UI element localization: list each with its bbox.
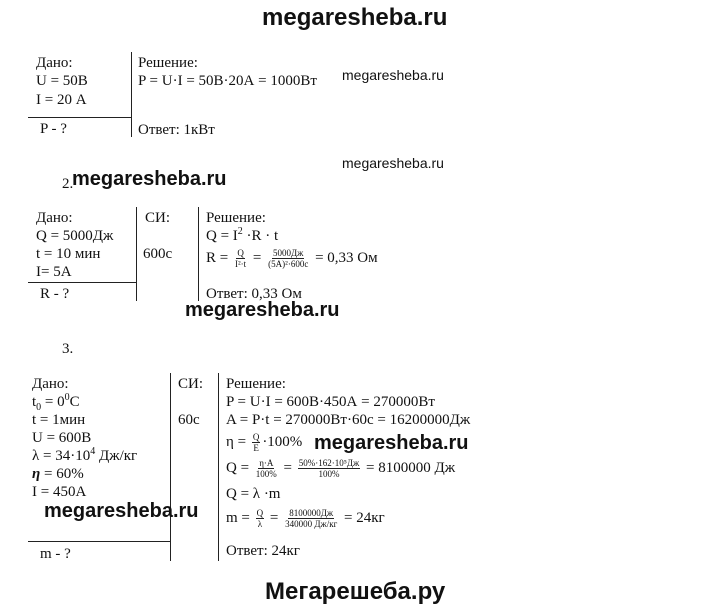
p2-si-title: СИ:: [145, 210, 171, 226]
p3-q-frac1-num: η·A: [258, 458, 275, 470]
p2-formula-lhs: Q = I: [206, 228, 238, 244]
p3-lambda-lhs: λ = 34·10: [32, 448, 91, 464]
p3-step-q-lambda: Q = λ ·m: [226, 486, 281, 502]
p2-r-lhs: R =: [206, 250, 229, 266]
p3-eta-val: = 60%: [40, 466, 84, 482]
watermark-small-2: megaresheba.ru: [342, 155, 444, 171]
p3-given-lambda: λ = 34·104 Дж/кг: [32, 447, 137, 465]
p3-divider-h: [28, 541, 170, 542]
p3-divider-v1: [170, 373, 171, 561]
p2-r-frac1-den: I²·t: [234, 259, 247, 270]
watermark-bottom: Мегарешеба.ру: [265, 578, 446, 605]
p3-lambda-sup: 4: [90, 446, 96, 457]
p1-find: P - ?: [40, 121, 67, 137]
p2-given-title: Дано:: [36, 210, 73, 226]
p3-given-i: I = 450А: [32, 484, 87, 500]
p3-m-frac1-den: λ: [257, 519, 263, 530]
p3-find: m - ?: [40, 546, 71, 562]
p3-answer: Ответ: 24кг: [226, 543, 300, 559]
p1-answer: Ответ: 1кВт: [138, 122, 215, 138]
p1-given-i: I = 20 А: [36, 92, 87, 108]
p3-given-u: U = 600В: [32, 430, 92, 446]
p3-eta-frac-den: E: [253, 443, 259, 454]
p3-given-t0: t0 = 00С: [32, 392, 80, 413]
p3-eta-lhs: η =: [226, 434, 247, 450]
p3-eta-frac-num: Q: [251, 432, 261, 444]
watermark-p3-left: megaresheba.ru: [44, 500, 199, 522]
p2-r-frac2: 5000Дж(5А)²·600с: [267, 248, 309, 269]
p3-m-frac2-num: 8100000Дж: [288, 508, 335, 520]
p3-step-power: P = U·I = 600В·450А = 270000Вт: [226, 394, 435, 410]
p3-t0-sub: 0: [36, 402, 42, 413]
watermark-p3-mid: megaresheba.ru: [314, 432, 469, 454]
p3-solution-title: Решение:: [226, 376, 286, 392]
p3-eta-sym: η: [32, 466, 41, 482]
p3-q-frac2-num: 50%·162·10⁵Дж: [297, 458, 361, 470]
p2-r-frac2-den: (5А)²·600с: [268, 259, 309, 270]
p2-divider-v2: [198, 207, 199, 301]
p2-given-t: t = 10 мин: [36, 246, 101, 262]
p3-number: 3.: [62, 341, 74, 357]
p2-given-i: I= 5A: [36, 264, 72, 280]
p2-find: R - ?: [40, 286, 70, 302]
p3-q-frac2-den: 100%: [318, 469, 340, 480]
p3-m-frac2-den: 340000 Дж/кг: [285, 519, 338, 530]
watermark-top: megaresheba.ru: [262, 4, 448, 31]
p3-si-title: СИ:: [178, 376, 204, 392]
p1-solution-title: Решение:: [138, 55, 198, 71]
p2-answer: Ответ: 0,33 Ом: [206, 286, 302, 302]
p3-eta-tail: ·100%: [262, 434, 303, 450]
p2-divider-h: [28, 282, 136, 283]
p1-solution: P = U·I = 50В·20А = 1000Вт: [138, 73, 317, 89]
p2-number: 2.: [62, 176, 74, 192]
p2-solution-title: Решение:: [206, 210, 266, 226]
p3-t0-mid: = 0: [41, 394, 65, 410]
watermark-p2: megaresheba.ru: [72, 168, 227, 190]
p3-m-eq: =: [269, 510, 279, 526]
p3-m-frac1-num: Q: [255, 508, 265, 520]
p3-step-work: A = P·t = 270000Вт·60с = 16200000Дж: [226, 412, 471, 428]
p2-r-frac2-num: 5000Дж: [272, 248, 305, 260]
p3-q-eq: =: [283, 460, 293, 476]
p1-divider-v: [131, 52, 132, 137]
p2-r-result: = 0,33 Ом: [315, 250, 378, 266]
p3-si-value: 60с: [178, 412, 200, 428]
p3-m-lhs: m =: [226, 510, 250, 526]
p3-t0-sup: 0: [64, 392, 70, 403]
p2-si-value: 600с: [143, 246, 173, 262]
p2-formula-sup: 2: [237, 226, 243, 237]
p1-given-title: Дано:: [36, 55, 73, 71]
p3-t0-unit: С: [69, 394, 80, 410]
p3-t0-lhs: t: [32, 394, 37, 410]
p2-r-eq: =: [252, 250, 262, 266]
p3-given-t: t = 1мин: [32, 412, 86, 428]
p2-given-q: Q = 5000Дж: [36, 228, 114, 244]
p2-formula: Q = I2 ·R · t: [206, 227, 278, 245]
p2-formula-rhs: ·R · t: [242, 228, 279, 244]
p2-divider-v1: [136, 207, 137, 301]
p3-divider-v2: [218, 373, 219, 561]
p3-given-title: Дано:: [32, 376, 69, 392]
p3-m-result: = 24кг: [344, 510, 385, 526]
p3-lambda-unit: Дж/кг: [95, 448, 138, 464]
p3-given-eta: η = 60%: [32, 465, 84, 483]
p1-divider-h: [28, 117, 131, 118]
watermark-p2-bottom: megaresheba.ru: [185, 299, 340, 321]
p2-r-frac1-num: Q: [236, 248, 245, 260]
p3-q-result: = 8100000 Дж: [366, 460, 456, 476]
p3-q-lhs: Q =: [226, 460, 250, 476]
watermark-small-1: megaresheba.ru: [342, 67, 444, 83]
p1-given-u: U = 50В: [36, 73, 88, 89]
p3-q-frac1-den: 100%: [255, 469, 277, 480]
